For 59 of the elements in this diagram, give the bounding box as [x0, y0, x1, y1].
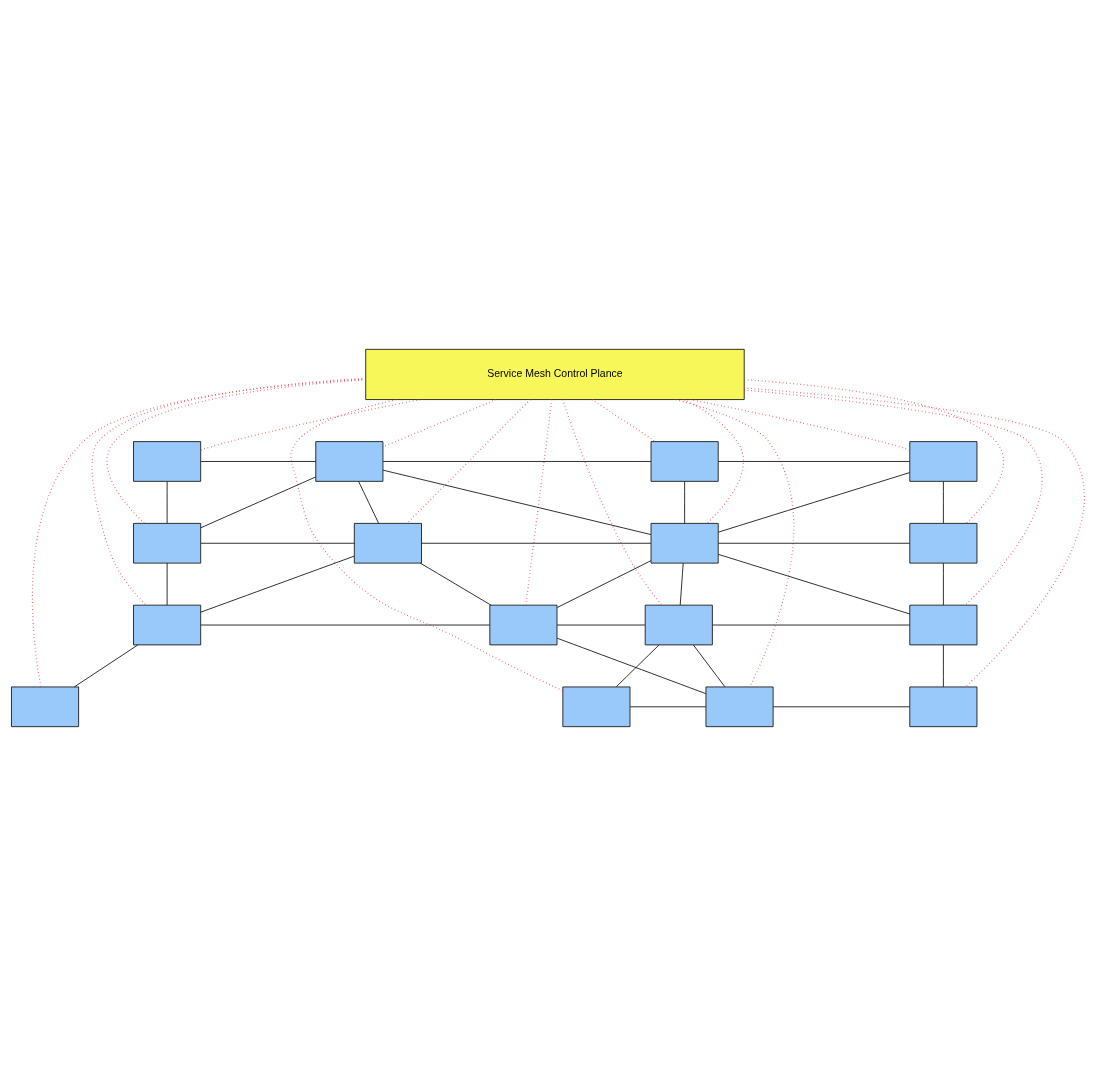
- connector: [556, 637, 707, 695]
- node-box: [353, 522, 422, 564]
- connector: [942, 480, 944, 524]
- node-box: [909, 441, 978, 482]
- connector: [200, 624, 491, 626]
- connector: [717, 542, 911, 544]
- connector: [200, 398, 421, 451]
- connector: [717, 461, 911, 462]
- connector: [358, 480, 380, 524]
- connector: [684, 480, 686, 524]
- connector: [556, 624, 646, 626]
- connector: [290, 398, 564, 692]
- node-box: [650, 441, 719, 482]
- node-box: [909, 686, 978, 728]
- node-box: [133, 604, 202, 646]
- node-box: [705, 686, 774, 728]
- connector: [743, 387, 1085, 688]
- connector: [689, 398, 911, 451]
- connector: [525, 399, 553, 606]
- connector: [562, 398, 663, 606]
- node-box: [11, 686, 80, 728]
- connector: [73, 644, 139, 688]
- connector: [382, 469, 652, 536]
- node-box: [562, 686, 631, 728]
- connector: [718, 553, 911, 615]
- node-box: [644, 604, 713, 646]
- connector: [200, 461, 317, 462]
- connector: [743, 379, 1005, 524]
- connector: [692, 644, 726, 688]
- node-box: [315, 441, 384, 482]
- node-box: [650, 522, 719, 564]
- connector: [166, 480, 168, 524]
- connector: [743, 389, 1043, 606]
- connector: [200, 542, 355, 544]
- connector: [717, 472, 911, 533]
- connector: [556, 560, 652, 608]
- connector: [166, 562, 168, 606]
- node-box: [909, 604, 978, 646]
- node-box: [133, 522, 202, 564]
- connector: [679, 562, 684, 606]
- connector: [675, 398, 795, 688]
- connector: [683, 399, 745, 525]
- node-box: [909, 522, 978, 564]
- connector: [942, 562, 944, 606]
- connector: [31, 378, 367, 688]
- connector: [711, 624, 911, 626]
- node-box: Service Mesh Control Plance: [365, 348, 745, 401]
- node-box: [489, 604, 558, 646]
- connector: [419, 562, 492, 606]
- connector: [615, 644, 660, 688]
- connector: [772, 706, 911, 708]
- connector: [200, 476, 317, 529]
- connector: [942, 644, 944, 688]
- connector: [382, 461, 652, 462]
- node-box: [133, 441, 202, 482]
- connector: [629, 706, 707, 708]
- connector: [421, 542, 652, 544]
- connector: [200, 555, 355, 613]
- connector: [382, 399, 497, 448]
